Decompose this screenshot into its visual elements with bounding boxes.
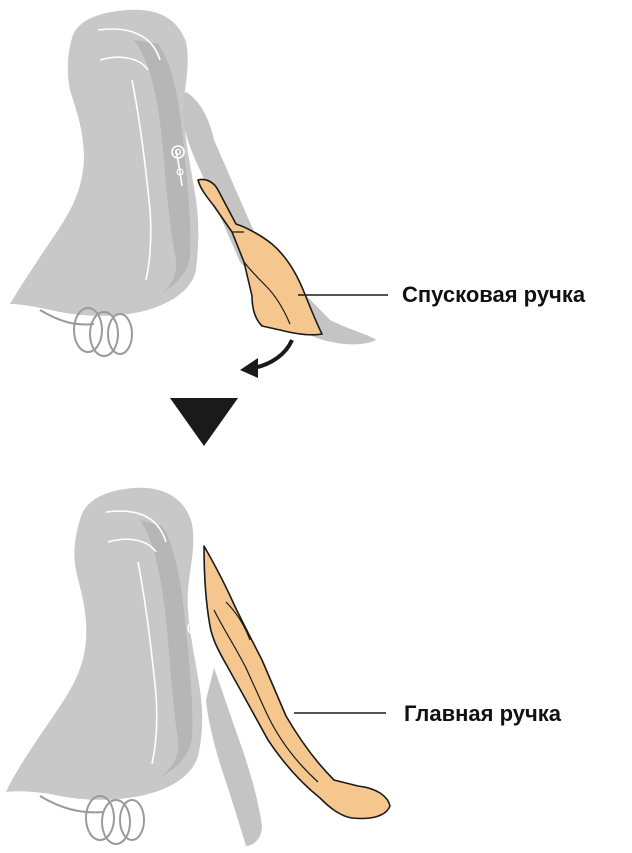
main-lever-label: Главная ручка	[404, 701, 561, 727]
release-lever	[198, 179, 322, 334]
bottom-illustration	[6, 488, 390, 846]
top-illustration	[10, 10, 388, 378]
step-arrow-down	[170, 398, 238, 446]
release-lever-label: Спусковая ручка	[402, 282, 585, 308]
rotation-arrow	[254, 340, 292, 368]
cable-loops-bottom	[40, 796, 144, 844]
